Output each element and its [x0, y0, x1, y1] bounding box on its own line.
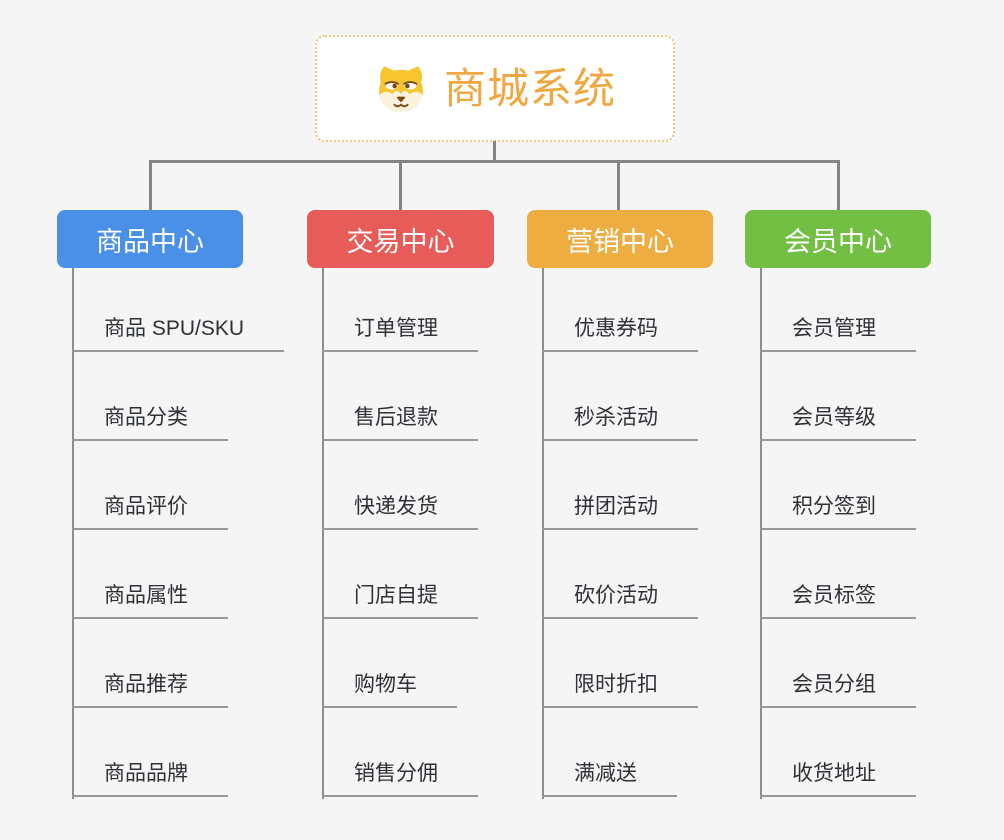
topic-item[interactable]: 会员管理 [760, 263, 916, 352]
topic-item[interactable]: 快递发货 [322, 441, 478, 530]
branch-items-product: 商品 SPU/SKU 商品分类 商品评价 商品属性 商品推荐 商品品牌 [72, 263, 285, 797]
branch-line [322, 268, 324, 799]
root-title: 商城系统 [443, 64, 616, 112]
topic-item[interactable]: 购物车 [322, 619, 457, 708]
topic-item[interactable]: 秒杀活动 [542, 352, 698, 441]
branch-line [72, 268, 74, 799]
connector-drop [149, 161, 152, 210]
branch-items-member: 会员管理 会员等级 积分签到 会员标签 会员分组 收货地址 [760, 263, 916, 797]
branch-items-trade: 订单管理 售后退款 快递发货 门店自提 购物车 销售分佣 [322, 263, 478, 797]
topic-item[interactable]: 满减送 [542, 708, 677, 797]
branch-line [760, 268, 762, 799]
topic-item[interactable]: 商品评价 [72, 441, 228, 530]
topic-item[interactable]: 商品分类 [72, 352, 228, 441]
branch-header-marketing-center[interactable]: 营销中心 [527, 210, 713, 268]
connector-drop [617, 161, 620, 210]
topic-item[interactable]: 优惠券码 [542, 263, 698, 352]
topic-item[interactable]: 售后退款 [322, 352, 478, 441]
shiba-dog-icon [374, 64, 428, 114]
topic-item[interactable]: 收货地址 [760, 708, 916, 797]
topic-item[interactable]: 会员分组 [760, 619, 916, 708]
topic-item[interactable]: 商品属性 [72, 530, 228, 619]
root-node[interactable]: 商城系统 [315, 35, 675, 142]
topic-item[interactable]: 会员标签 [760, 530, 916, 619]
branch-line [542, 268, 544, 799]
topic-item[interactable]: 门店自提 [322, 530, 478, 619]
topic-item[interactable]: 商品推荐 [72, 619, 228, 708]
branch-items-marketing: 优惠券码 秒杀活动 拼团活动 砍价活动 限时折扣 满减送 [542, 263, 698, 797]
topic-item[interactable]: 限时折扣 [542, 619, 698, 708]
topic-item[interactable]: 会员等级 [760, 352, 916, 441]
connector-drop [837, 161, 840, 210]
connector-rail [149, 160, 840, 163]
connector-drop [399, 161, 402, 210]
branch-header-product-center[interactable]: 商品中心 [57, 210, 243, 268]
branch-header-trade-center[interactable]: 交易中心 [307, 210, 494, 268]
connector-root-stub [493, 141, 496, 162]
topic-item[interactable]: 拼团活动 [542, 441, 698, 530]
topic-item[interactable]: 订单管理 [322, 263, 478, 352]
topic-item[interactable]: 销售分佣 [322, 708, 478, 797]
topic-item[interactable]: 商品品牌 [72, 708, 228, 797]
branch-header-member-center[interactable]: 会员中心 [745, 210, 931, 268]
topic-item[interactable]: 商品 SPU/SKU [72, 263, 285, 352]
topic-item[interactable]: 砍价活动 [542, 530, 698, 619]
topic-item[interactable]: 积分签到 [760, 441, 916, 530]
